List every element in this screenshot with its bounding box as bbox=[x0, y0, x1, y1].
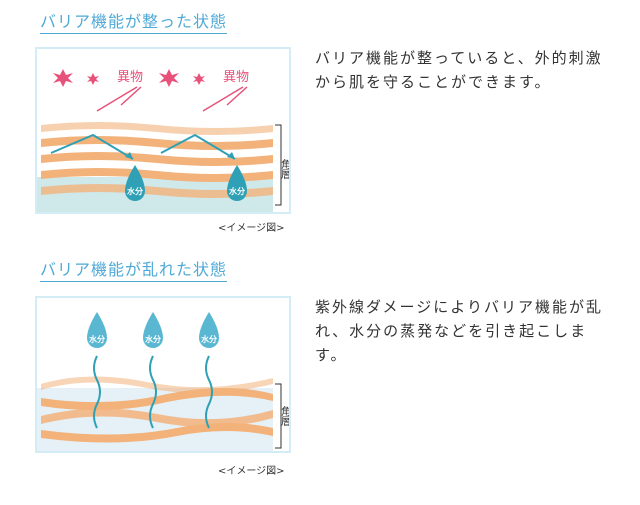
irritant-label-left: 異物 bbox=[117, 70, 143, 85]
layer-label-2: 角層 bbox=[279, 406, 290, 426]
evaporation-arrows bbox=[93, 355, 213, 429]
section2-illustration: 水分 水分 水分 角層 bbox=[35, 296, 291, 453]
blocked-arrows bbox=[50, 133, 236, 160]
skin-layers-disordered bbox=[41, 376, 273, 443]
section1-heading: バリア機能が整った状態 bbox=[40, 12, 228, 34]
water-label-2: 水分 bbox=[144, 334, 161, 344]
layer-label: 角層 bbox=[279, 159, 290, 179]
water-label-1: 水分 bbox=[88, 334, 105, 344]
section1-illustration: 異物 異物 水分 水分 角層 bbox=[35, 47, 291, 214]
water-label-left: 水分 bbox=[126, 186, 143, 196]
section2-caption: <イメージ図> bbox=[218, 466, 285, 477]
irritant-icon bbox=[53, 69, 205, 87]
section2-description: 紫外線ダメージによりバリア機能が乱れ、水分の蒸発などを引き起こします。 bbox=[315, 298, 603, 364]
water-label-3: 水分 bbox=[200, 334, 217, 344]
section1-caption: <イメージ図> bbox=[218, 223, 285, 234]
section2-heading: バリア機能が乱れた状態 bbox=[40, 260, 228, 282]
irritant-label-right: 異物 bbox=[223, 70, 249, 85]
water-drop-icon bbox=[87, 312, 219, 348]
water-drop-icon bbox=[125, 165, 247, 201]
section1-description: バリア機能が整っていると、外的刺激から肌を守ることができます。 bbox=[315, 49, 603, 91]
water-label-right: 水分 bbox=[228, 186, 245, 196]
